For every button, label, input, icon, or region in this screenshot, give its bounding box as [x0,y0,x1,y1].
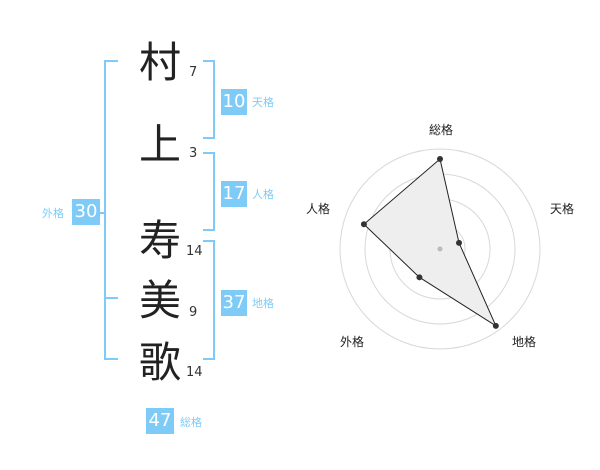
radar-point-1 [437,156,443,162]
radar-center [437,246,443,252]
tenkaku-value: 10 [221,89,247,115]
jinkaku-bracket-top [203,152,215,154]
gaikaku-bracket-bottom [104,358,118,360]
radar-chart: 総格 天格 地格 外格 人格 [306,122,574,350]
radar-label-soukaku: 総格 [429,122,453,137]
chikaku-bracket-vertical [213,240,215,360]
radar-point-5 [360,221,367,228]
radar-label-chikaku: 地格 [512,334,536,349]
soukaku-label: 総格 [180,416,202,429]
gaikaku-bracket-mid [104,297,118,299]
stroke-count-3: 14 [186,244,203,259]
jinkaku-label: 人格 [252,188,274,201]
name-char-3: 寿 [138,216,181,265]
radar-label-gaikaku: 外格 [340,334,364,349]
gaikaku-bracket-top [104,60,118,62]
radar-label-jinkaku: 人格 [306,201,330,216]
radar-point-2 [456,239,463,246]
radar-point-3 [492,322,499,329]
chikaku-bracket-top [203,240,215,242]
chikaku-bracket-bottom [203,358,215,360]
radar-shape [363,158,497,328]
tenkaku-bracket-top [203,60,215,62]
stroke-count-4: 9 [189,305,198,320]
tenkaku-bracket-bottom [203,137,215,139]
stroke-count-2: 3 [189,146,198,161]
tenkaku-bracket-vertical [213,60,215,139]
gaikaku-bracket-tick [100,212,104,214]
jinkaku-value: 17 [221,181,247,207]
chikaku-value: 37 [221,290,247,316]
stroke-count-1: 7 [189,65,198,80]
stroke-count-5: 14 [186,365,203,380]
name-char-2: 上 [138,120,181,169]
chikaku-label: 地格 [252,297,274,310]
radar-ring [339,148,541,350]
tenkaku-label: 天格 [252,96,274,109]
gaikaku-bracket-vertical [104,60,106,360]
radar-label-tenkaku: 天格 [550,201,574,216]
name-char-5: 歌 [138,338,181,387]
jinkaku-bracket-vertical [213,152,215,231]
gaikaku-value: 30 [72,199,100,225]
soukaku-value: 47 [146,408,174,434]
gaikaku-label: 外格 [42,207,64,220]
jinkaku-bracket-bottom [203,229,215,231]
name-char-1: 村 [138,38,181,87]
radar-point-4 [416,274,423,281]
name-char-4: 美 [138,276,181,325]
